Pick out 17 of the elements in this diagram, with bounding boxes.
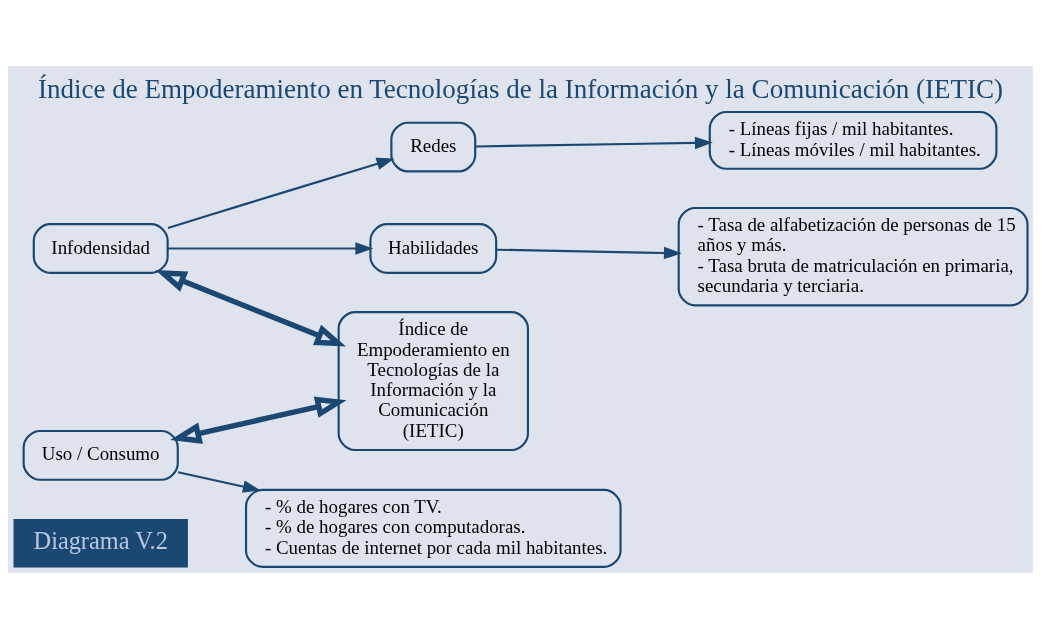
arrow [475, 136, 713, 149]
arrow [155, 269, 346, 346]
node-box: Habilidades [369, 222, 498, 274]
arrow [496, 246, 682, 259]
arrow [170, 396, 347, 444]
node-box: Infodensidad [32, 222, 169, 274]
label: Diagrama V.2 [33, 526, 168, 554]
arrow [167, 157, 395, 229]
node-box: Redes [390, 121, 477, 173]
arrow [177, 470, 261, 493]
diagram-title: Índice de Empoderamiento en Tecnologías de la Información y la Comunicación (IETIC) [37, 73, 1004, 104]
node-box: Índice de Empoderamiento en Tecnologías de la Información y la Comunicación (IETIC) [337, 310, 530, 451]
node-box: - % de hogares con TV. - % de hogares con computadoras. - Cuentas de internet por cada mil habitantes. [244, 488, 622, 568]
node-box: - Líneas fijas / mil habitantes. - Líneas móviles / mil habitantes. [708, 110, 998, 170]
node-box: - Tasa de alfabetización de personas de 15 años y más. - Tasa bruta de matriculación en primaria, secundaria y terciaria. [677, 206, 1029, 306]
node-box: Uso / Consumo [22, 429, 179, 481]
arrow [168, 241, 374, 255]
